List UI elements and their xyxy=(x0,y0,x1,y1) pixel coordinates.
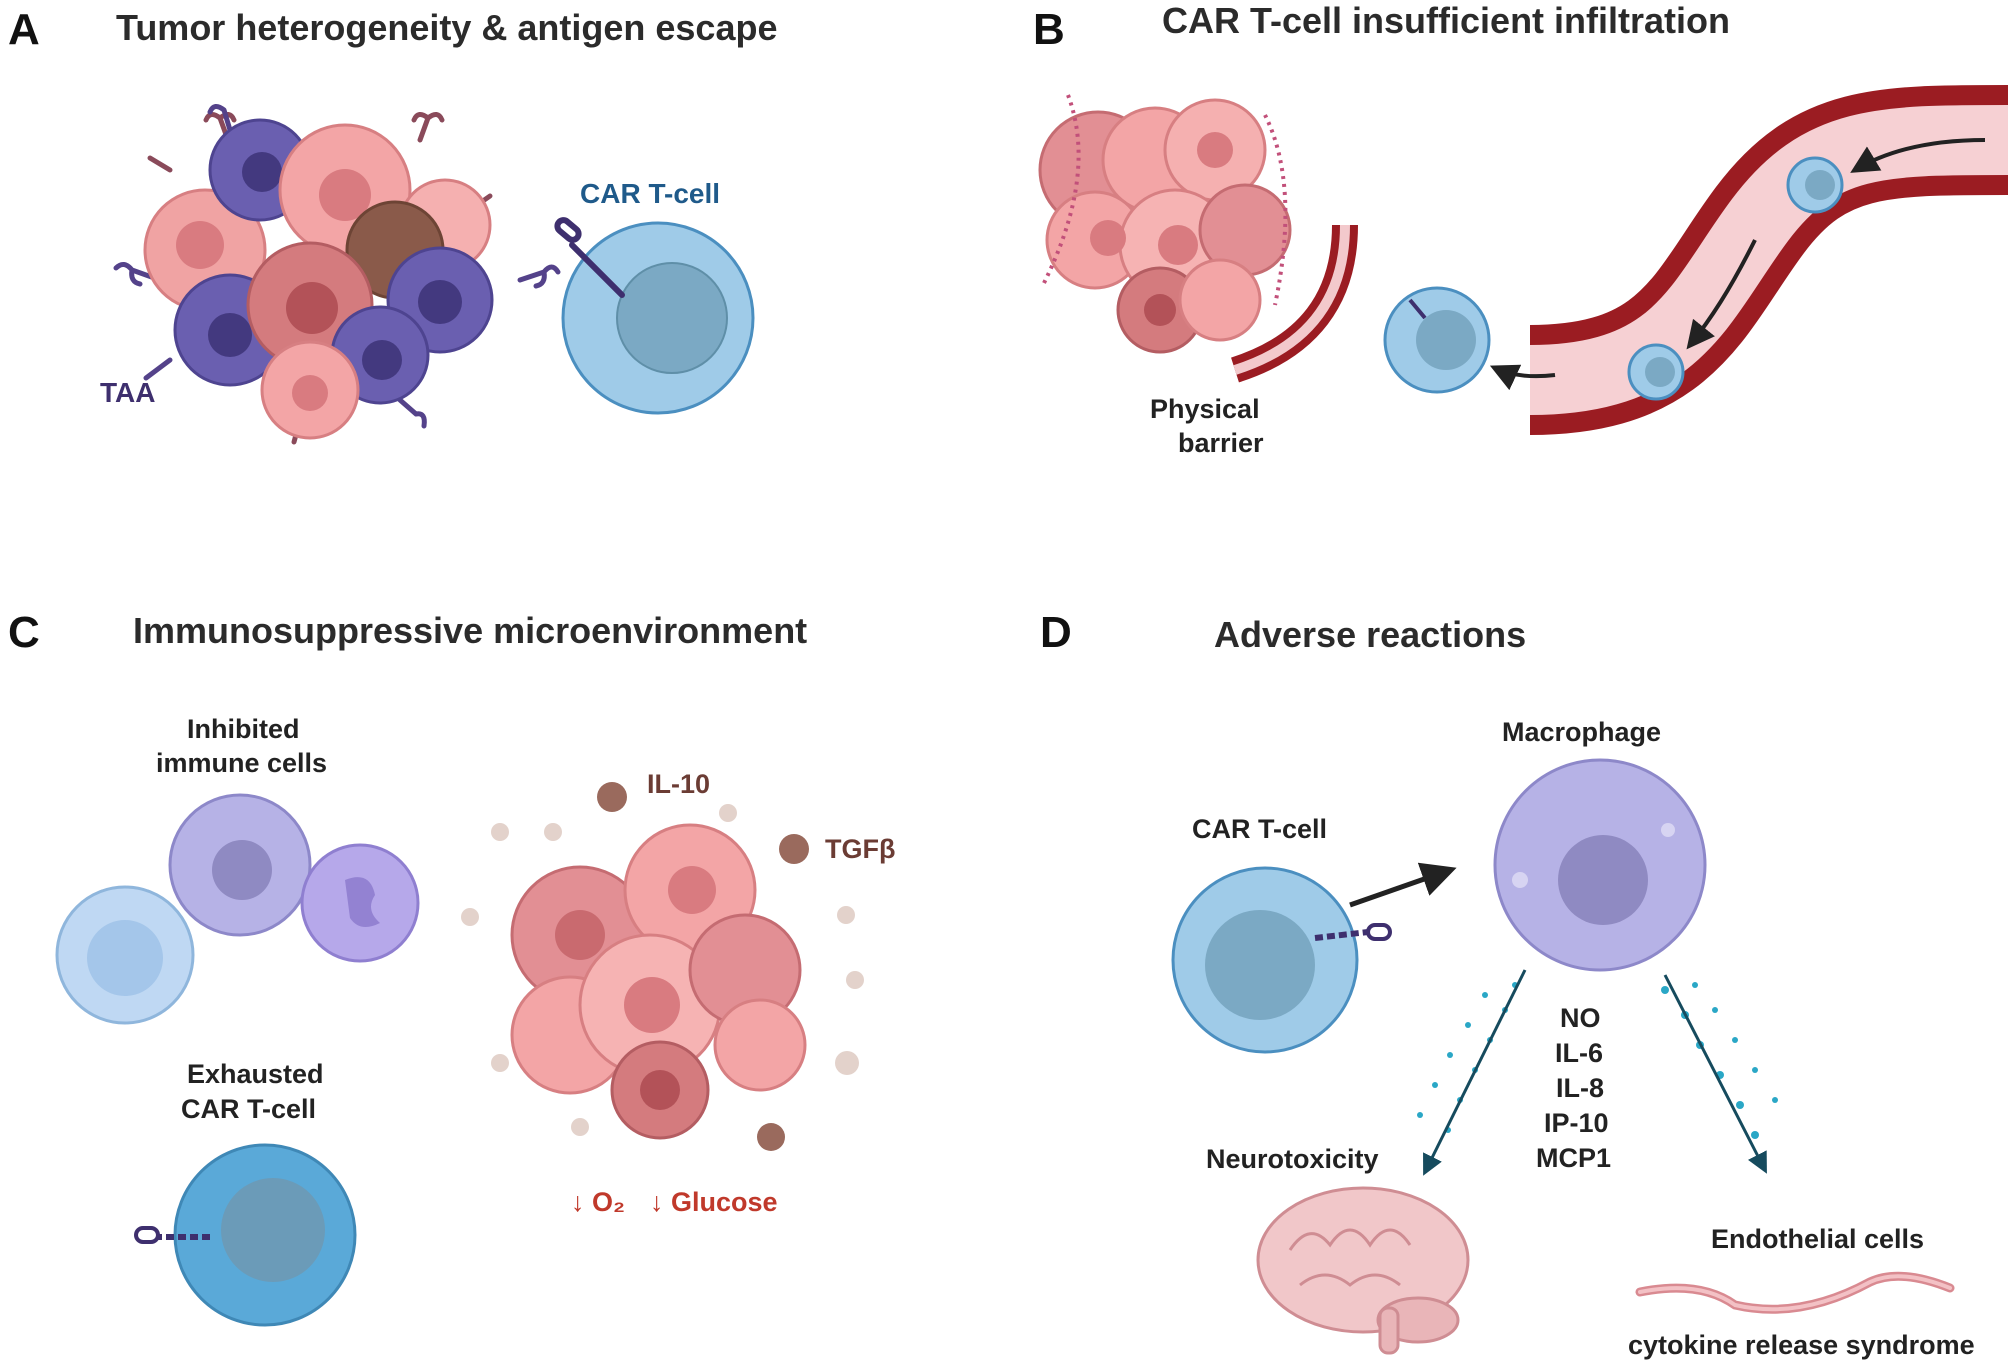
panel-a-title: Tumor heterogeneity & antigen escape xyxy=(116,7,777,48)
car-t-cell-d-label: CAR T-cell xyxy=(1192,814,1327,844)
cytokine-3: IP-10 xyxy=(1544,1108,1609,1138)
car-receptor-icon xyxy=(554,217,625,298)
inhibited-label-line1: Inhibited xyxy=(187,714,299,744)
panel-d-title: Adverse reactions xyxy=(1214,614,1526,655)
o2-label: ↓ O₂ xyxy=(571,1187,625,1217)
panel-d-letter: D xyxy=(1040,608,1072,657)
endothelial-label: Endothelial cells xyxy=(1711,1224,1924,1254)
panel-c-letter: C xyxy=(8,608,40,657)
activation-arrow xyxy=(1349,862,1457,908)
panel-a-letter: A xyxy=(8,5,40,54)
cytokine-text-list: NO IL-6 IL-8 IP-10 MCP1 xyxy=(1536,1003,1611,1173)
neurotoxicity-label: Neurotoxicity xyxy=(1206,1144,1379,1174)
panel-b-letter: B xyxy=(1033,5,1065,54)
panel-c: C Immunosuppressive microenvironment Inh… xyxy=(8,608,895,1327)
exhausted-car-t-cell xyxy=(134,1143,357,1327)
exhausted-label-line2: CAR T-cell xyxy=(181,1094,316,1124)
cytokine-1: IL-6 xyxy=(1555,1038,1603,1068)
cytokine-particles-c xyxy=(461,782,864,1151)
car-t-cell-a-label: CAR T-cell xyxy=(580,178,720,209)
panel-b: B CAR T-cell insufficient infiltration P… xyxy=(1033,0,2008,458)
extravasation-arrow xyxy=(1489,364,1556,391)
physical-barrier-label-line1: Physical xyxy=(1150,394,1260,424)
exhausted-label-line1: Exhausted xyxy=(187,1059,324,1089)
heterogeneous-tumor-cluster xyxy=(113,104,561,445)
tgfb-label: TGFβ xyxy=(825,834,895,864)
tumor-cluster-b xyxy=(1038,94,1292,354)
taa-label: TAA xyxy=(100,377,155,408)
panel-d: D Adverse reactions CAR T-cell Macrophag… xyxy=(1040,608,1975,1360)
cytokine-2: IL-8 xyxy=(1556,1073,1604,1103)
physical-barrier-label-line2: barrier xyxy=(1178,428,1264,458)
endothelial-cells-icon xyxy=(1635,1271,1955,1314)
cytokine-spray-right xyxy=(1661,982,1778,1139)
macrophage-cell xyxy=(1493,758,1707,972)
cytokine-0: NO xyxy=(1560,1003,1601,1033)
inhibited-immune-cells xyxy=(55,793,420,1025)
brain-icon xyxy=(1256,1186,1470,1355)
car-t-cell-a xyxy=(554,217,755,415)
glucose-label: ↓ Glucose xyxy=(650,1187,778,1217)
cytokine-4: MCP1 xyxy=(1536,1143,1611,1173)
panel-c-title: Immunosuppressive microenvironment xyxy=(133,610,807,651)
tumor-cluster-c xyxy=(510,823,807,1140)
inhibited-label-line2: immune cells xyxy=(156,748,327,778)
car-t-cell-d xyxy=(1171,866,1392,1054)
cytokine-spray-left xyxy=(1417,982,1518,1163)
panel-a: A Tumor heterogeneity & antigen escape xyxy=(8,5,777,445)
blood-vessel xyxy=(1528,85,2008,435)
il10-label: IL-10 xyxy=(647,769,710,799)
crs-label: cytokine release syndrome xyxy=(1628,1330,1975,1360)
macrophage-label: Macrophage xyxy=(1502,717,1661,747)
panel-b-title: CAR T-cell insufficient infiltration xyxy=(1162,0,1730,41)
car-t-cell-b xyxy=(1383,286,1491,394)
